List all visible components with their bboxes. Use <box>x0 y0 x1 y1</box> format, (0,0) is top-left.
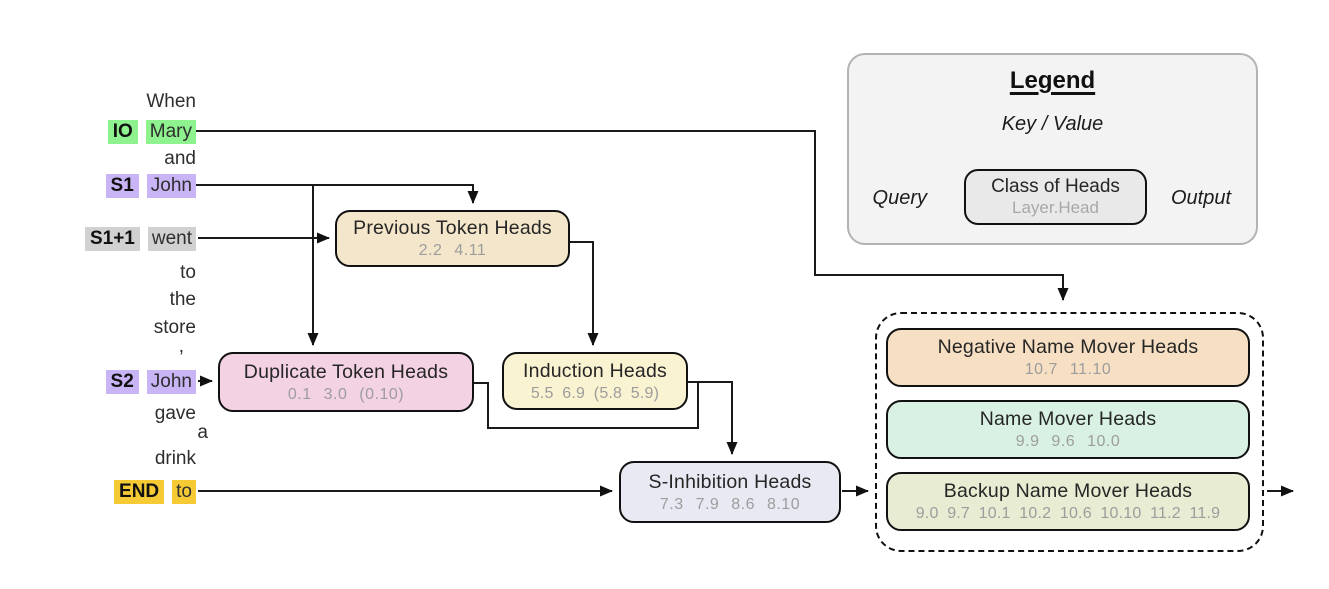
token-row-the: the <box>0 286 196 314</box>
node-title: Name Mover Heads <box>979 408 1157 430</box>
node-heads: 0.1 3.0 (0.10) <box>287 385 405 403</box>
token-text: and <box>164 148 196 169</box>
token-label-end: END <box>114 480 165 504</box>
duplicate-token-heads-box: Duplicate Token Heads 0.1 3.0 (0.10) <box>218 352 474 412</box>
node-title: Previous Token Heads <box>353 217 552 239</box>
token-text: the <box>169 289 196 310</box>
node-heads: 7.3 7.9 8.6 8.10 <box>659 495 801 513</box>
node-title: Induction Heads <box>523 359 667 382</box>
node-title: S-Inhibition Heads <box>648 470 812 493</box>
legend-query-label: Query <box>872 187 927 209</box>
token-text: store <box>153 317 196 338</box>
node-heads: 5.5 6.9 (5.8 5.9) <box>530 384 660 402</box>
name-mover-heads-box: Name Mover Heads 9.9 9.6 10.0 <box>886 400 1250 459</box>
token-label-s1: S1 <box>105 174 139 198</box>
node-heads: 9.0 9.7 10.1 10.2 10.6 10.10 11.2 11.9 <box>915 505 1221 522</box>
token-row-s2-john: S2 John <box>0 368 196 396</box>
node-heads: 2.2 4.11 <box>418 242 487 259</box>
token-text: to <box>172 480 196 504</box>
token-label-s2: S2 <box>105 370 139 394</box>
token-row-s1p1-went: S1+1 went <box>0 225 196 253</box>
token-row-to: to <box>0 259 196 287</box>
token-row-comma: , <box>0 333 196 361</box>
legend-class-of-heads-box: Class of Heads Layer.Head <box>964 169 1147 225</box>
token-label-s1p1: S1+1 <box>84 227 140 251</box>
token-text: a <box>197 422 208 443</box>
token-row-end-to: END to <box>0 478 196 506</box>
name-mover-group-box: Negative Name Mover Heads 10.7 11.10 Nam… <box>875 312 1264 552</box>
token-row-a: a <box>0 419 208 447</box>
token-text: drink <box>154 448 196 469</box>
arrow-s1-to-previous-top <box>193 184 479 204</box>
induction-heads-box: Induction Heads 5.5 6.9 (5.8 5.9) <box>502 352 688 410</box>
arrow-induction-to-sinhibition-top <box>688 381 738 455</box>
token-row-io-mary: IO Mary <box>0 118 196 146</box>
token-text: , <box>178 336 184 357</box>
token-text: went <box>147 227 196 251</box>
legend-title: Legend <box>1009 67 1096 94</box>
token-label-io: IO <box>107 120 138 144</box>
arrow-previous-to-induction-top <box>570 241 599 346</box>
legend-class-title: Class of Heads <box>991 176 1120 197</box>
token-text: to <box>180 262 196 283</box>
legend-layer-head-label: Layer.Head <box>1012 198 1099 217</box>
token-row-and: and <box>0 145 196 173</box>
token-row-drink: drink <box>0 445 196 473</box>
node-title: Negative Name Mover Heads <box>937 336 1199 358</box>
token-text: Mary <box>145 120 196 144</box>
token-text: gave <box>154 403 196 424</box>
node-heads: 10.7 11.10 <box>1024 361 1112 378</box>
legend-key-value-label: Key / Value <box>1001 113 1104 135</box>
token-text: John <box>146 174 196 198</box>
token-row-when: When <box>0 88 196 116</box>
previous-token-heads-box: Previous Token Heads 2.2 4.11 <box>335 210 570 267</box>
node-title: Backup Name Mover Heads <box>943 480 1193 502</box>
token-row-gave: gave <box>0 400 196 428</box>
node-heads: 9.9 9.6 10.0 <box>1015 433 1121 450</box>
s-inhibition-heads-box: S-Inhibition Heads 7.3 7.9 8.6 8.10 <box>619 461 841 523</box>
negative-name-mover-heads-box: Negative Name Mover Heads 10.7 11.10 <box>886 328 1250 387</box>
node-title: Duplicate Token Heads <box>243 360 449 383</box>
token-row-store: store <box>0 314 196 342</box>
token-row-s1-john: S1 John <box>0 172 196 200</box>
legend-box: Legend Key / Value Query Output Class of… <box>847 53 1258 245</box>
legend-output-label: Output <box>1171 187 1232 209</box>
token-text: When <box>146 91 196 112</box>
token-text: John <box>146 370 196 394</box>
backup-name-mover-heads-box: Backup Name Mover Heads 9.0 9.7 10.1 10.… <box>886 472 1250 531</box>
